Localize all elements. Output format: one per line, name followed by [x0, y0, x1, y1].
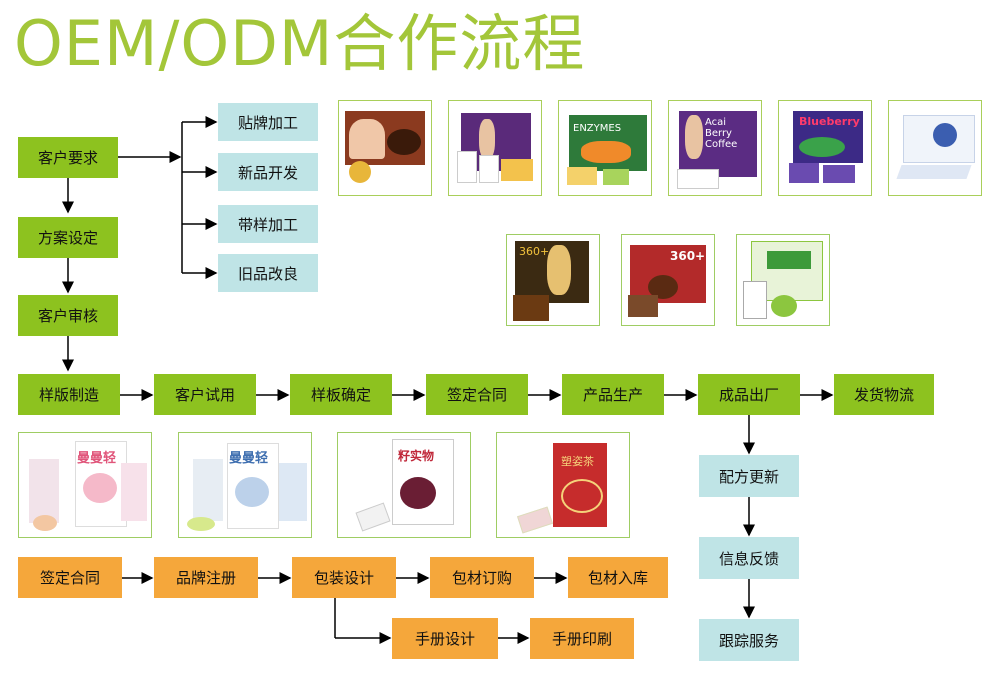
product-image-8: 360+: [621, 234, 715, 326]
option-sample-processing: 带样加工: [218, 205, 318, 243]
product-label-brand-a: 曼曼轻: [77, 451, 117, 466]
followup-step-1: 配方更新: [699, 455, 799, 497]
product-image-10: 曼曼轻: [18, 432, 152, 538]
product-image-1: [338, 100, 432, 196]
product-label-pack-c: 籽实物: [398, 449, 435, 463]
product-label-pack-d: 塑姿茶: [561, 455, 594, 468]
product-image-12: 籽实物: [337, 432, 471, 538]
product-image-5: Blueberry: [778, 100, 872, 196]
page-title: OEM/ODM合作流程: [14, 7, 586, 80]
main-step-2: 客户试用: [154, 374, 256, 415]
product-image-9: [736, 234, 830, 326]
main-step-6: 成品出厂: [698, 374, 800, 415]
product-image-11: 曼曼轻: [178, 432, 312, 538]
main-step-3: 样板确定: [290, 374, 392, 415]
product-image-4: Acai Berry Coffee: [668, 100, 762, 196]
product-label-blueberry: Blueberry: [799, 115, 860, 128]
product-image-6: [888, 100, 982, 196]
followup-step-2: 信息反馈: [699, 537, 799, 579]
option-new-product: 新品开发: [218, 153, 318, 191]
manual-step-1: 手册设计: [392, 618, 498, 659]
pack-step-1: 签定合同: [18, 557, 122, 598]
pack-step-2: 品牌注册: [154, 557, 258, 598]
option-oem-label: 贴牌加工: [218, 103, 318, 141]
option-product-improvement: 旧品改良: [218, 254, 318, 292]
main-step-1: 样版制造: [18, 374, 120, 415]
product-label-enzymes: ENZYMES: [573, 123, 622, 134]
main-step-5: 产品生产: [562, 374, 664, 415]
manual-step-2: 手册印刷: [530, 618, 634, 659]
product-image-13: 塑姿茶: [496, 432, 630, 538]
step-customer-review: 客户审核: [18, 295, 118, 336]
step-customer-request: 客户要求: [18, 137, 118, 178]
product-label-acai: Acai Berry Coffee: [705, 117, 738, 150]
product-image-7: 360+: [506, 234, 600, 326]
product-label-360-a: 360+: [519, 245, 550, 258]
step-plan-setting: 方案设定: [18, 217, 118, 258]
product-image-3: ENZYMES: [558, 100, 652, 196]
main-step-7: 发货物流: [834, 374, 934, 415]
product-label-360-b: 360+: [670, 249, 706, 263]
followup-step-3: 跟踪服务: [699, 619, 799, 661]
product-image-2: [448, 100, 542, 196]
pack-step-3: 包装设计: [292, 557, 396, 598]
pack-step-5: 包材入库: [568, 557, 668, 598]
main-step-4: 签定合同: [426, 374, 528, 415]
pack-step-4: 包材订购: [430, 557, 534, 598]
product-label-brand-b: 曼曼轻: [229, 451, 269, 466]
